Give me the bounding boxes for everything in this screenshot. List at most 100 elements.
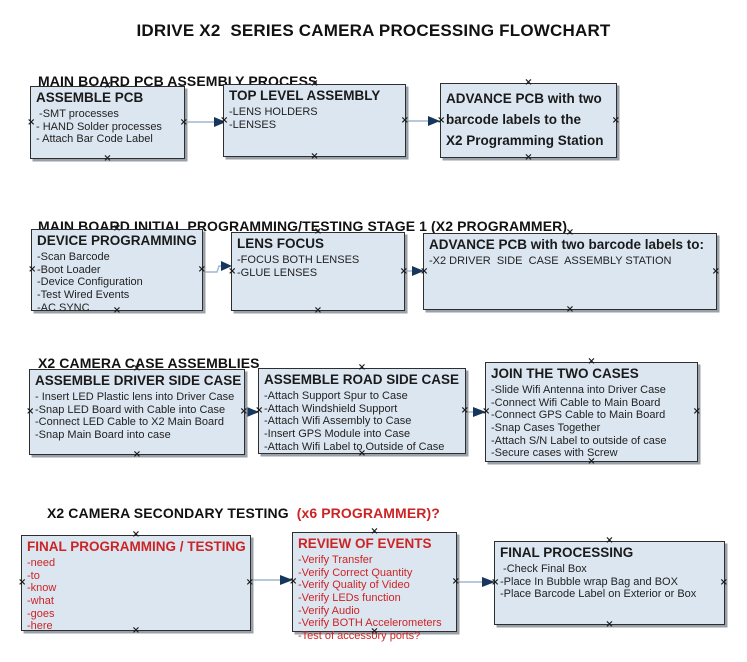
box-title: REVIEW OF EVENTS — [298, 536, 432, 551]
box-title: ADVANCE PCB with two barcode labels to: — [429, 237, 705, 252]
box-item: -what — [27, 595, 54, 608]
connection-anchor-mark: × — [132, 449, 142, 460]
box-items: - Insert LED Plastic lens into Driver Ca… — [35, 391, 240, 442]
box-item: -FOCUS BOTH LENSES — [237, 253, 360, 266]
box-items: -Verify Transfer-Verify Correct Quantity… — [298, 554, 452, 643]
box-item: -here — [27, 620, 53, 633]
connection-anchor-mark: × — [310, 151, 319, 162]
box-title: FINAL PROGRAMMING / TESTING — [27, 539, 246, 554]
box-items: -FOCUS BOTH LENSES-GLUE LENSES — [237, 254, 400, 279]
box-title: TOP LEVEL ASSEMBLY — [229, 88, 381, 103]
flow-box-final-programming-testing: FINAL PROGRAMMING / TESTING -need-to-kno… — [18, 530, 254, 636]
box-item: -Test Wired Events — [37, 289, 130, 302]
box-item: - Insert LED Plastic lens into Driver Ca… — [35, 390, 235, 403]
box-items: -LENS HOLDERS-LENSES — [229, 106, 401, 131]
box-item: - HAND Solder processes — [36, 120, 162, 133]
section-heading-case-assemblies: X2 CAMERA CASE ASSEMBLIES — [22, 339, 260, 387]
connection-anchor-mark: × — [491, 577, 500, 588]
connection-anchor-mark: × — [524, 152, 533, 163]
box-item: -Slide Wifi Antenna into Driver Case — [491, 383, 666, 396]
connection-anchor-mark: × — [611, 114, 620, 126]
box-title: ASSEMBLE PCB — [36, 90, 144, 105]
box-item: -Place Barcode Label on Exterior or Box — [500, 588, 697, 601]
box-item: - Attach Bar Code Label — [36, 133, 153, 146]
box-item: -Boot Loader — [37, 263, 101, 276]
box-item: -goes — [27, 607, 55, 620]
box-item: -Attach Windshield Support — [264, 402, 398, 415]
box-title: JOIN THE TWO CASES — [491, 366, 639, 381]
connection-anchor-mark: × — [482, 406, 491, 417]
connection-anchor-mark: × — [220, 114, 229, 126]
connection-anchor-mark: × — [711, 265, 720, 277]
box-item: -SMT processes — [36, 107, 119, 120]
page-title: IDRIVE X2 SERIES CAMERA PROCESSING FLOWC… — [136, 21, 611, 40]
connection-anchor-mark: × — [289, 576, 298, 587]
box-item: -Connect GPS Cable to Main Board — [491, 409, 666, 422]
flow-box-advance-pcb-programming-station: ADVANCE PCB with two barcode labels to t… — [437, 78, 620, 163]
box-item: -Verify Correct Quantity — [298, 566, 413, 579]
connection-anchor-mark: × — [18, 577, 27, 588]
box-item: -Snap Cases Together — [491, 422, 601, 435]
connection-anchor-mark: × — [255, 405, 264, 416]
box-title: FINAL PROCESSING — [500, 545, 634, 560]
connection-anchor-mark: × — [460, 405, 469, 416]
connection-anchor-mark: × — [437, 114, 446, 126]
box-item: -Verify Audio — [298, 604, 360, 617]
connection-anchor-mark: × — [228, 265, 237, 277]
section-heading-text: X2 CAMERA SECONDARY TESTING — [46, 505, 293, 521]
connection-anchor-mark: × — [27, 116, 36, 128]
box-item: -Connect LED Cable to X2 Main Board — [35, 416, 224, 429]
connection-anchor-mark: × — [26, 406, 35, 417]
box-item: -Verify BOTH Accelerometers — [298, 617, 442, 630]
connection-anchor-mark: × — [103, 153, 112, 164]
connection-anchor-mark: × — [451, 576, 460, 587]
box-item: -Attach Wifi Assembly to Case — [264, 415, 412, 428]
box-item: -need — [27, 556, 56, 569]
box-item: -Scan Barcode — [37, 250, 110, 263]
flow-box-assemble-driver-side-case: ASSEMBLE DRIVER SIDE CASE - Insert LED P… — [26, 364, 248, 460]
box-item: -know — [27, 582, 57, 595]
box-item: -Attach Wifi Label to Outside of Case — [264, 440, 445, 453]
flow-box-final-processing: FINAL PROCESSING -Check Final Box-Place … — [491, 536, 728, 630]
flow-box-review-of-events: REVIEW OF EVENTS -Verify Transfer-Verify… — [289, 527, 460, 643]
flow-box-lens-focus: LENS FOCUS -FOCUS BOTH LENSES-GLUE LENSE… — [228, 227, 408, 316]
flow-box-assemble-road-side-case: ASSEMBLE ROAD SIDE CASE -Attach Support … — [255, 363, 469, 459]
box-item: -Snap LED Board with Cable into Case — [35, 403, 226, 416]
flow-box-advance-pcb-driver-side-station: ADVANCE PCB with two barcode labels to: … — [420, 228, 720, 315]
flow-arrowhead — [428, 116, 440, 126]
box-item: -Test of accessory ports? — [298, 630, 421, 643]
connection-anchor-mark: × — [524, 77, 533, 88]
box-item: -LENS HOLDERS — [229, 105, 318, 118]
section-heading-red-text: (x6 PROGRAMMER)? — [292, 505, 440, 521]
box-item: -Attach S/N Label to outside of case — [491, 434, 667, 447]
box-item: -Attach Support Spur to Case — [264, 389, 408, 402]
connection-anchor-mark: × — [565, 304, 575, 315]
box-items: -X2 DRIVER SIDE CASE ASSEMBLY STATION — [429, 255, 712, 268]
box-title: DEVICE PROGRAMMING — [37, 233, 197, 248]
connection-anchor-mark: × — [239, 406, 248, 417]
box-items: -Slide Wifi Antenna into Driver Case-Con… — [491, 384, 693, 460]
box-item: -X2 DRIVER SIDE CASE ASSEMBLY STATION — [429, 254, 672, 267]
connection-anchor-mark: × — [420, 265, 429, 277]
flow-box-assemble-pcb: ASSEMBLE PCB -SMT processes- HAND Solder… — [27, 81, 188, 164]
connection-anchor-mark: × — [399, 265, 408, 277]
flow-box-top-level-assembly: TOP LEVEL ASSEMBLY -LENS HOLDERS-LENSES … — [220, 79, 409, 162]
flow-arrow-line — [203, 265, 222, 273]
box-item: -Place In Bubble wrap Bag and BOX — [500, 575, 678, 588]
flow-box-join-the-two-cases: JOIN THE TWO CASES -Slide Wifi Antenna i… — [482, 357, 701, 467]
connection-anchor-mark: × — [400, 114, 409, 126]
connection-anchor-mark: × — [179, 116, 188, 128]
box-item: -to — [27, 569, 40, 582]
box-title: LENS FOCUS — [237, 236, 325, 251]
connection-anchor-mark: × — [245, 577, 254, 588]
box-items: -Scan Barcode-Boot Loader-Device Configu… — [37, 251, 198, 315]
connection-anchor-mark: × — [692, 406, 701, 417]
flow-box-device-programming: DEVICE PROGRAMMING -Scan Barcode-Boot Lo… — [28, 224, 206, 316]
connection-anchor-mark: × — [719, 577, 728, 588]
box-item: -Verify Quality of Video — [298, 579, 410, 592]
box-items: -Attach Support Spur to Case-Attach Wind… — [264, 390, 461, 454]
box-items: -SMT processes- HAND Solder processes- A… — [36, 108, 180, 146]
box-item: -GLUE LENSES — [237, 266, 318, 279]
box-item: -Connect Wifi Cable to Main Board — [491, 396, 661, 409]
